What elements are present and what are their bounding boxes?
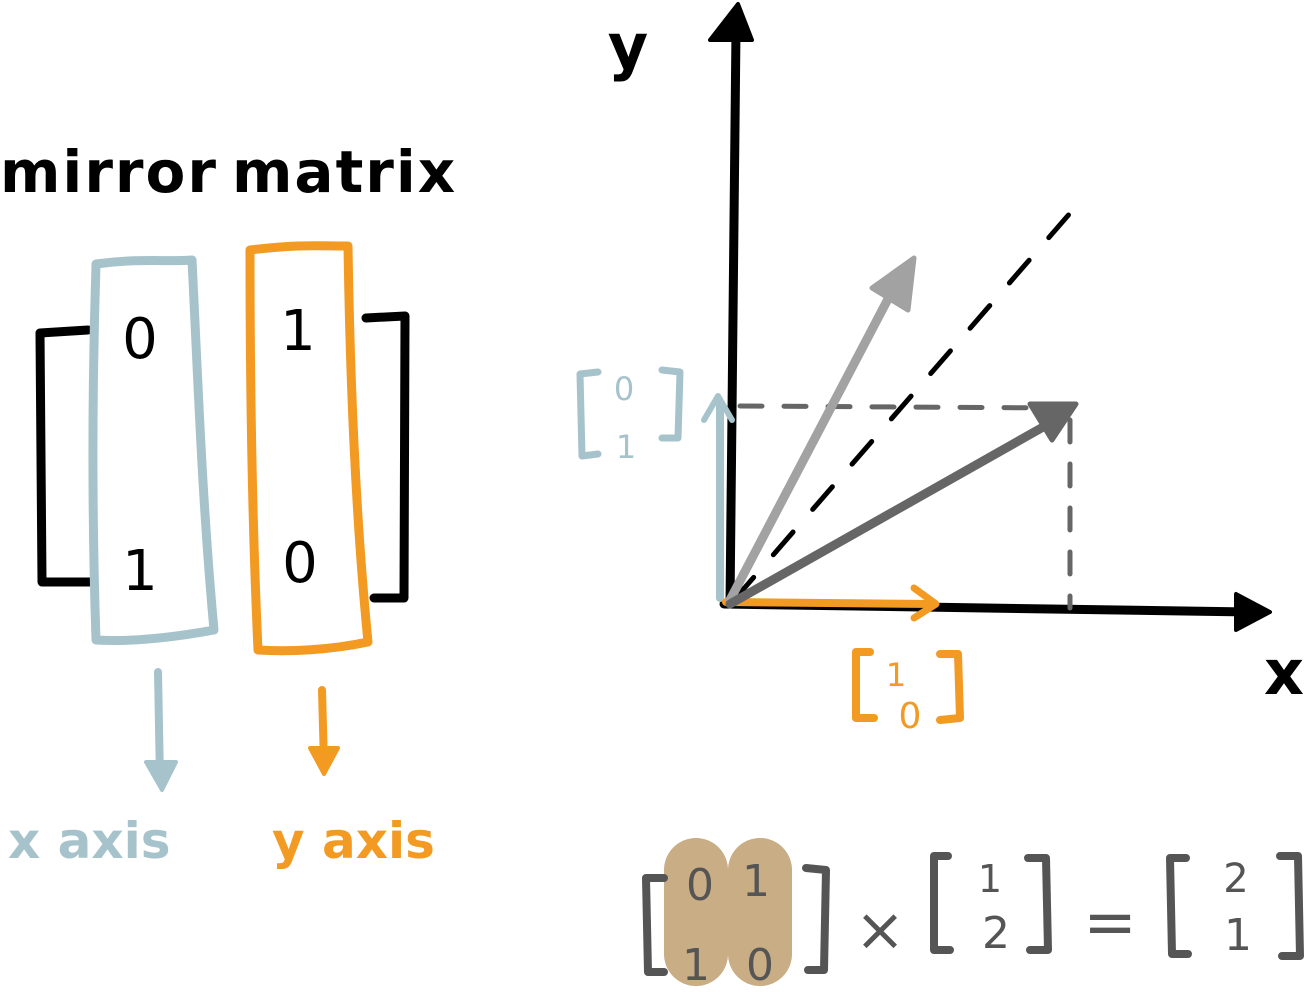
eq-matrix-r1c1: 0 <box>686 860 714 911</box>
basis-vector-x-head <box>910 584 940 622</box>
column-2-down-arrow <box>308 686 340 776</box>
eq-column-1-highlight <box>664 838 728 986</box>
matrix-entry-r1c1: 0 <box>122 307 158 372</box>
title-matrix: matrix <box>232 138 457 206</box>
eq-matrix-r2c1: 1 <box>682 940 710 991</box>
basis-x-bottom: 0 <box>899 696 922 737</box>
column-1-down-arrow <box>144 668 178 792</box>
basis-y-label: 0 1 <box>576 366 684 466</box>
matrix-entry-r2c2: 0 <box>282 531 318 596</box>
eq-matrix-r2c2: 0 <box>746 940 774 991</box>
original-vector-head <box>869 255 917 313</box>
eq-matrix-r1c2: 1 <box>742 856 770 907</box>
matrix-entry-r2c1: 1 <box>122 539 158 604</box>
basis-vector-y-head <box>701 393 735 423</box>
basis-x-label: 1 0 <box>852 648 964 737</box>
basis-x-top: 1 <box>886 656 906 694</box>
column-1-highlight <box>88 255 219 646</box>
eq-input-bottom: 2 <box>982 908 1010 959</box>
mirrored-vector-head <box>1027 401 1079 443</box>
eq-input-left-bracket <box>930 852 954 954</box>
basis-y-bottom: 1 <box>616 428 636 466</box>
y-axis-caption: y axis <box>272 812 435 870</box>
projection-horizontal <box>737 403 1067 411</box>
title-mirror: mirror <box>0 138 218 206</box>
right-bracket <box>361 311 410 603</box>
eq-input-right-bracket <box>1024 854 1052 954</box>
basis-vector-x <box>722 598 938 608</box>
mirrored-vector <box>725 417 1057 609</box>
eq-column-2-highlight <box>728 838 792 986</box>
mirror-line-dashed <box>731 201 1081 603</box>
x-axis-caption: x axis <box>8 812 171 870</box>
x-axis-arrowhead <box>1234 592 1272 632</box>
eq-matrix-right-bracket <box>802 864 830 974</box>
y-axis-label: y <box>608 10 648 83</box>
eq-output-right-bracket <box>1276 852 1304 960</box>
y-axis-line <box>725 25 741 609</box>
eq-output-left-bracket <box>1166 854 1192 958</box>
matrix-entry-r1c2: 1 <box>280 299 316 364</box>
column-2-highlight <box>245 241 373 656</box>
original-vector <box>725 275 903 605</box>
left-bracket <box>35 325 97 587</box>
eq-output-bottom: 1 <box>1224 910 1252 961</box>
eq-matrix-left-bracket <box>642 874 668 976</box>
eq-times: × <box>855 895 905 965</box>
equation: 0 1 1 0 × 1 2 = 2 1 <box>642 838 1304 991</box>
x-axis-label: x <box>1264 636 1304 709</box>
eq-output-top: 2 <box>1223 856 1248 902</box>
y-axis-arrowhead <box>708 2 754 42</box>
eq-input-top: 1 <box>978 857 1002 901</box>
eq-equals: = <box>1083 886 1137 960</box>
basis-y-top: 0 <box>614 370 634 408</box>
